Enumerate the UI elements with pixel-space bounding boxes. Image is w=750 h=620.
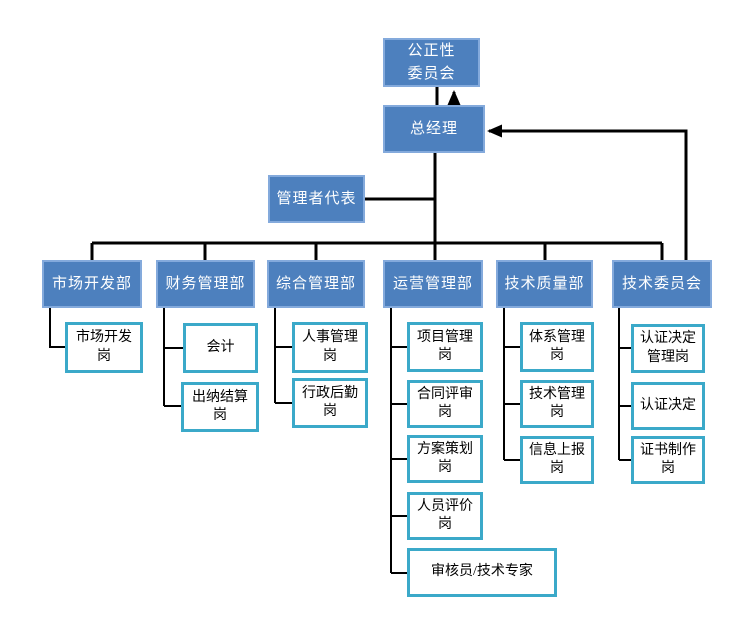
connector-col-finance <box>163 308 183 407</box>
arrow-tech-committee-to-gm <box>487 124 688 260</box>
node-dept-operations-management: 运营管理部 <box>383 260 483 308</box>
connector-col-general <box>274 308 292 404</box>
connector-col-quality <box>503 308 520 461</box>
node-pos-market-development: 市场开发 岗 <box>65 322 143 373</box>
node-pos-personnel-evaluation: 人员评价 岗 <box>407 492 483 540</box>
node-pos-information-report: 信息上报 岗 <box>520 436 594 484</box>
node-pos-hr-management: 人事管理 岗 <box>292 322 368 373</box>
node-dept-finance-management: 财务管理部 <box>156 260 255 308</box>
node-dept-technical-quality: 技术质量部 <box>496 260 593 308</box>
node-pos-cert-decision-management: 认证决定 管理岗 <box>631 324 705 373</box>
node-impartiality-committee: 公正性 委员会 <box>383 38 480 87</box>
node-management-representative: 管理者代表 <box>268 175 365 223</box>
node-pos-cert-decision: 认证决定 <box>631 382 705 430</box>
node-pos-accounting: 会计 <box>183 323 258 373</box>
node-general-manager: 总经理 <box>383 105 485 153</box>
node-technical-committee: 技术委员会 <box>612 260 712 308</box>
connector-col-market <box>49 308 65 348</box>
connector-col-committee <box>618 308 631 461</box>
node-pos-cashier-settlement: 出纳结算 岗 <box>181 382 259 432</box>
node-pos-scheme-planning: 方案策划 岗 <box>407 435 483 483</box>
node-pos-system-management: 体系管理 岗 <box>520 322 594 372</box>
node-dept-general-management: 综合管理部 <box>267 260 365 308</box>
connector-col-operations <box>390 308 407 574</box>
node-pos-auditor-expert: 审核员/技术专家 <box>407 548 557 597</box>
node-pos-admin-logistics: 行政后勤 岗 <box>292 378 368 428</box>
node-pos-contract-review: 合同评审 岗 <box>407 380 483 428</box>
node-pos-technical-management: 技术管理 岗 <box>520 380 594 428</box>
node-dept-market-development: 市场开发部 <box>42 260 142 308</box>
node-pos-project-management: 项目管理 岗 <box>407 322 483 372</box>
node-pos-certificate-production: 证书制作 岗 <box>631 436 705 484</box>
